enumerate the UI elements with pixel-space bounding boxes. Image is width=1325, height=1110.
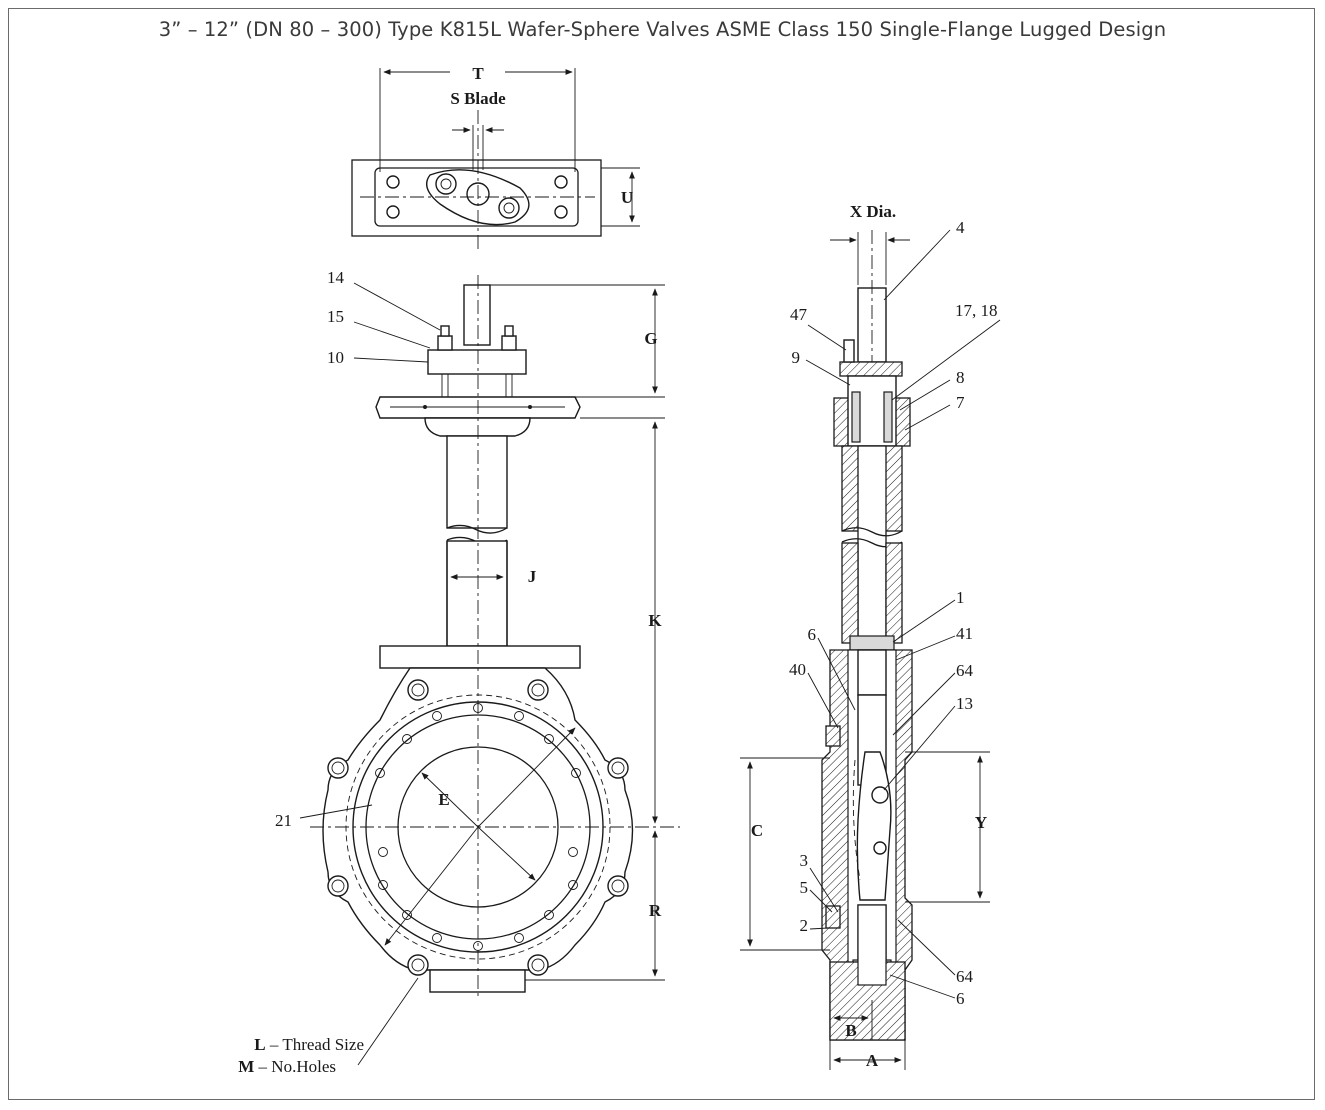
part-number: 2: [800, 916, 809, 935]
front-part-numbers: 14 15 10 21: [275, 268, 345, 830]
dim-X-dia-label: X Dia.: [850, 202, 896, 221]
side-view: [740, 229, 1001, 1070]
part-number: 14: [327, 268, 345, 287]
dim-J-label: J: [528, 567, 537, 586]
dim-K-label: K: [648, 611, 662, 630]
dim-R-label: R: [649, 901, 662, 920]
dim-U-label: U: [621, 188, 633, 207]
thread-size-label: L – Thread Size: [254, 1035, 364, 1054]
dim-T-label: T: [472, 64, 484, 83]
part-number: 5: [800, 878, 809, 897]
part-number: 9: [792, 348, 801, 367]
part-number: 47: [790, 305, 808, 324]
dimension-labels: T S Blade U G J K E R C Y A B X Dia.: [438, 64, 987, 1070]
holes-label: M – No.Holes: [238, 1057, 336, 1076]
page-frame: [8, 8, 1315, 1100]
holes-letter: M: [238, 1057, 254, 1076]
part-number: 8: [956, 368, 965, 387]
top-view: [351, 68, 640, 250]
part-number: 4: [956, 218, 965, 237]
part-number: 21: [275, 811, 292, 830]
part-number: 15: [327, 307, 344, 326]
callout-labels: L – Thread Size M – No.Holes: [238, 1035, 364, 1076]
part-number: 6: [808, 625, 817, 644]
part-number: 17, 18: [955, 301, 998, 320]
front-view: [299, 275, 680, 1066]
part-number: 64: [956, 661, 974, 680]
dim-Y-label: Y: [975, 813, 987, 832]
part-number: 6: [956, 989, 965, 1008]
part-number: 41: [956, 624, 973, 643]
thread-size-letter: L: [254, 1035, 265, 1054]
part-number: 3: [800, 851, 809, 870]
dim-C-label: C: [751, 821, 763, 840]
holes-text: – No.Holes: [254, 1057, 336, 1076]
dim-E-label: E: [438, 790, 449, 809]
dim-G-label: G: [644, 329, 657, 348]
dim-S-blade-label: S Blade: [450, 89, 506, 108]
dim-A-label: A: [866, 1051, 879, 1070]
part-number: 64: [956, 967, 974, 986]
part-number: 40: [789, 660, 806, 679]
thread-size-text: – Thread Size: [266, 1035, 364, 1054]
part-number: 13: [956, 694, 973, 713]
part-number: 10: [327, 348, 344, 367]
side-part-numbers: 4 47 17, 18 9 8 7 1 41 6 40 64 13 3 5 2 …: [789, 218, 998, 1008]
part-number: 1: [956, 588, 965, 607]
part-number: 7: [956, 393, 965, 412]
dim-B-label: B: [845, 1021, 856, 1040]
page-title: 3” – 12” (DN 80 – 300) Type K815L Wafer-…: [158, 18, 1167, 41]
